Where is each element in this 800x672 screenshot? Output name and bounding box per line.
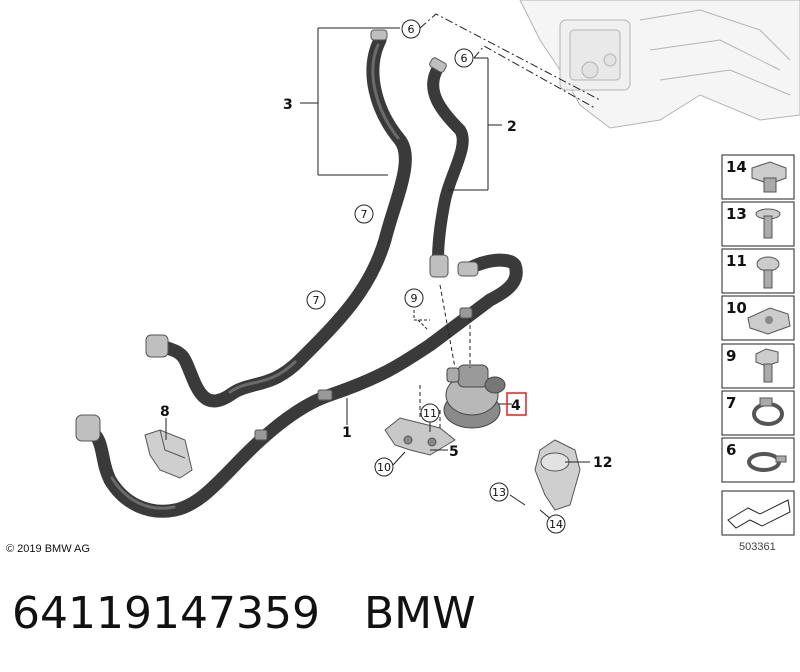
hex-bolt-icon xyxy=(755,348,779,383)
legend-item-11: 11 xyxy=(721,248,795,294)
heater-unit-drawing xyxy=(519,0,800,129)
speed-nut-icon xyxy=(747,307,791,335)
legend-item-14: 14 xyxy=(721,154,795,200)
spring-clamp-icon xyxy=(747,452,787,472)
parts-diagram: 3 2 1 5 8 12 4 6 6 7 7 9 10 xyxy=(75,0,800,536)
hose-fittings xyxy=(75,29,479,442)
svg-text:11: 11 xyxy=(726,252,747,270)
legend-item-10: 10 xyxy=(721,295,795,341)
circled-ref-13: 13 xyxy=(489,482,509,502)
callout-1: 1 xyxy=(342,425,352,441)
highlight-box-part-4 xyxy=(506,392,527,416)
hose-highlights xyxy=(110,43,400,510)
callout-12: 12 xyxy=(593,455,612,471)
svg-text:10: 10 xyxy=(377,461,391,474)
pan-head-screw-icon xyxy=(756,256,780,289)
circled-ref-7b: 7 xyxy=(306,290,326,310)
callout-4: 4 xyxy=(511,398,521,414)
bracket-5-drawing xyxy=(384,417,456,456)
water-pump-drawing xyxy=(443,364,506,429)
screw-icon xyxy=(755,208,781,239)
svg-text:6: 6 xyxy=(408,23,415,36)
svg-text:14: 14 xyxy=(726,158,747,176)
circled-ref-10: 10 xyxy=(374,457,394,477)
legend-pointer-box xyxy=(721,490,795,536)
circled-ref-14: 14 xyxy=(546,514,566,534)
part-number: 64119147359 xyxy=(12,588,320,639)
legend-item-7: 7 xyxy=(721,390,795,436)
svg-text:10: 10 xyxy=(726,299,747,317)
callout-numbers: 3 2 1 5 8 12 xyxy=(160,97,612,471)
callout-2: 2 xyxy=(507,119,517,135)
callout-5: 5 xyxy=(449,444,459,460)
circled-ref-11: 11 xyxy=(420,403,440,423)
svg-text:7: 7 xyxy=(361,208,368,221)
circled-refs: 6 6 7 7 9 10 11 13 xyxy=(306,19,566,534)
callout-8: 8 xyxy=(160,404,170,420)
svg-text:6: 6 xyxy=(726,441,736,459)
svg-text:9: 9 xyxy=(411,292,418,305)
legend-item-6: 6 xyxy=(721,437,795,483)
arrow-icon xyxy=(727,499,791,529)
holder-8-drawing xyxy=(144,429,193,479)
circled-ref-6a: 6 xyxy=(401,19,421,39)
footer-caption: 64119147359 BMW xyxy=(12,588,476,639)
circled-ref-9: 9 xyxy=(404,288,424,308)
svg-text:13: 13 xyxy=(492,486,506,499)
svg-text:7: 7 xyxy=(313,294,320,307)
holder-12-drawing xyxy=(534,439,581,511)
brand-name: BMW xyxy=(363,588,476,639)
svg-text:13: 13 xyxy=(726,205,747,223)
callout-3: 3 xyxy=(283,97,293,113)
leader-lines xyxy=(165,27,590,521)
svg-text:7: 7 xyxy=(726,394,736,412)
diagram-number: 503361 xyxy=(739,541,776,553)
parts-legend: 14 13 11 10 xyxy=(721,154,795,536)
copyright: © 2019 BMW AG xyxy=(6,543,90,555)
svg-text:9: 9 xyxy=(726,347,736,365)
circled-ref-6b: 6 xyxy=(454,48,474,68)
circled-ref-7a: 7 xyxy=(354,204,374,224)
svg-text:14: 14 xyxy=(549,518,563,531)
reference-lines xyxy=(419,13,601,109)
clip-nut-icon xyxy=(751,161,787,193)
svg-text:11: 11 xyxy=(423,407,437,420)
svg-text:6: 6 xyxy=(461,52,468,65)
legend-item-9: 9 xyxy=(721,343,795,389)
hose-clamp-icon xyxy=(752,397,784,426)
legend-item-13: 13 xyxy=(721,201,795,247)
